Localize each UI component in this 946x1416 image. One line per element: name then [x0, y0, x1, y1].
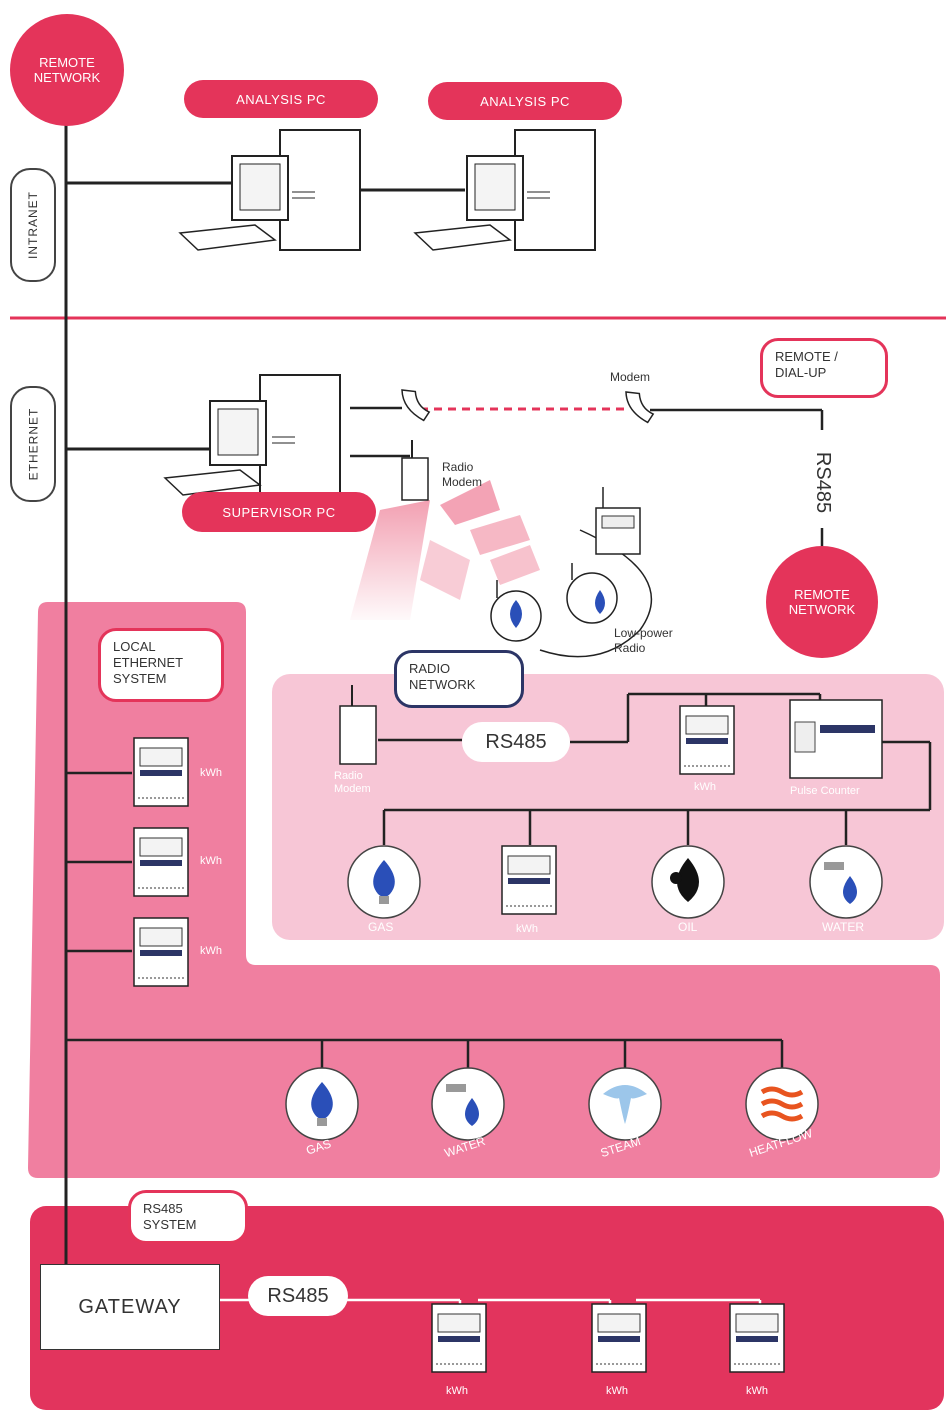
water-tap-icon	[824, 862, 844, 870]
keyboard-icon	[163, 469, 262, 496]
low-power-radio-label: Low-power Radio	[614, 626, 673, 655]
gas-flame-icon	[373, 860, 395, 897]
rs485-system-label: RS485 SYSTEM	[128, 1190, 248, 1244]
wireless-meter	[595, 487, 641, 555]
radio-network-bus	[378, 692, 932, 845]
telephone-icon	[401, 389, 431, 422]
steam-icon	[603, 1085, 647, 1124]
energy-meter-icon	[679, 705, 735, 775]
energy-meter-icon	[133, 917, 189, 987]
ethernet-label: ETHERNET	[10, 386, 56, 502]
local-ethernet-panel	[28, 602, 940, 1178]
analysis-pc-label-2: ANALYSIS PC	[428, 82, 622, 120]
gateway-bus	[220, 1298, 762, 1310]
analysis-pc-label-1: ANALYSIS PC	[184, 80, 378, 118]
gas-source	[347, 845, 421, 919]
gas-flame-icon	[311, 1082, 333, 1119]
energy-meter-icon	[431, 1303, 487, 1373]
energy-meter-icon	[729, 1303, 785, 1373]
analysis-pc-1	[178, 129, 361, 251]
pc-tower-icon	[514, 129, 596, 251]
low-power-radio-arc	[539, 529, 653, 658]
radio-modem-label: Radio Modem	[442, 460, 483, 489]
gas-flame-icon	[510, 600, 522, 628]
water-source	[431, 1067, 505, 1141]
rs485-system-panel	[30, 1206, 944, 1410]
intranet-label: INTRANET	[10, 168, 56, 282]
kwh-label: kWh	[746, 1385, 768, 1397]
energy-meter-icon	[133, 737, 189, 807]
kwh-label: kWh	[606, 1385, 628, 1397]
oil-label: OIL	[678, 920, 698, 934]
kwh-label: kWh	[694, 781, 716, 793]
gas-source	[285, 1067, 359, 1141]
energy-meter-icon	[591, 1303, 647, 1373]
remote-dialup-label: REMOTE / DIAL-UP	[760, 338, 888, 398]
radio-modem-device-small	[339, 685, 377, 765]
heatflow-icon	[760, 1086, 804, 1122]
local-meter-taps	[66, 771, 784, 1068]
energy-meter-icon	[595, 507, 641, 555]
pc-tower-icon	[279, 129, 361, 251]
rs485-gateway-label: RS485	[248, 1276, 348, 1316]
modem-label: Modem	[610, 370, 651, 384]
kwh-label: kWh	[200, 767, 222, 779]
supervisor-pc	[163, 374, 341, 496]
water-tap-icon	[595, 590, 605, 614]
rs485-vertical-label: RS485	[812, 451, 835, 513]
keyboard-icon	[178, 224, 277, 251]
kwh-label: kWh	[200, 945, 222, 957]
oil-source	[651, 845, 725, 919]
pulse-counter-device	[789, 699, 883, 779]
pulse-counter-label: Pulse Counter	[790, 785, 860, 797]
keyboard-icon	[413, 224, 512, 251]
gateway-box: GATEWAY	[40, 1264, 220, 1350]
remote-network-right: REMOTE NETWORK	[766, 546, 878, 658]
water-source	[809, 845, 883, 919]
water-label: WATER	[822, 920, 864, 934]
kwh-label: kWh	[446, 1385, 468, 1397]
wireless-gas-sensor	[490, 580, 542, 642]
oil-drop-icon	[677, 858, 699, 902]
water-tap-icon	[446, 1084, 466, 1092]
gas-label: GAS	[368, 920, 394, 934]
rs485-radio-label: RS485	[462, 722, 570, 762]
radio-beams	[350, 480, 540, 620]
energy-meter-icon	[501, 845, 557, 915]
remote-network-top: REMOTE NETWORK	[10, 14, 124, 126]
local-ethernet-system-label: LOCAL ETHERNET SYSTEM	[98, 628, 224, 702]
radio-modem-small-label: Radio Modem	[334, 770, 371, 795]
kwh-label: kWh	[200, 855, 222, 867]
analysis-pc-2	[413, 129, 596, 251]
telephone-icon	[625, 391, 655, 424]
heatflow-source	[745, 1067, 819, 1141]
energy-meter-icon	[133, 827, 189, 897]
steam-source	[588, 1067, 662, 1141]
wireless-water-sensor	[566, 563, 618, 624]
kwh-label: kWh	[516, 923, 538, 935]
pc-tower-icon	[259, 374, 341, 494]
radio-network-label: RADIO NETWORK	[394, 650, 524, 708]
supervisor-pc-label: SUPERVISOR PC	[182, 492, 376, 532]
radio-modem-device	[401, 440, 429, 501]
